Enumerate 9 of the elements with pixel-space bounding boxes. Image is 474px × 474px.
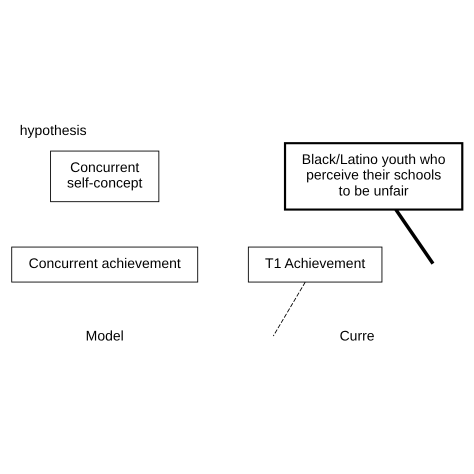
- node-box: Concurrent self-concept: [50, 150, 160, 202]
- label: Curre: [340, 326, 375, 343]
- node-box: T1 Achievement: [248, 246, 382, 282]
- connector: [272, 281, 306, 336]
- diagram-title: hypothesis: [20, 122, 87, 138]
- node-box: Concurrent achievement: [11, 246, 198, 282]
- node-box: Black/Latino youth who perceive their schools to be unfair: [284, 142, 464, 210]
- label: Model: [86, 326, 124, 343]
- connector: [394, 208, 434, 264]
